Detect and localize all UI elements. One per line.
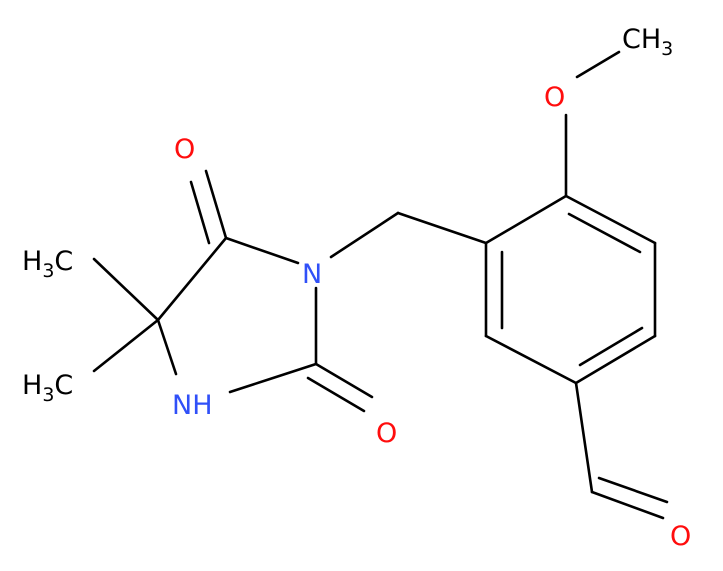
bond-c2-o-2 — [306, 376, 366, 413]
atom-o-ketone: O — [174, 134, 195, 165]
atom-h3c-bottom: H3C — [22, 370, 73, 406]
bond-ch2-n — [329, 211, 400, 259]
atom-n-imide: N — [302, 259, 322, 290]
atom-ch3-methoxy: CH3 — [622, 24, 673, 60]
bond-c5-me-top — [92, 257, 160, 322]
bond-ring-c1-c2 — [564, 194, 657, 245]
bond-cho-o-1 — [590, 490, 665, 520]
bond-ring-c4-c5 — [484, 334, 578, 385]
atom-o-methoxy: O — [544, 82, 565, 113]
bond-ome-ch3 — [575, 50, 621, 79]
bond-c4-o-2 — [189, 180, 211, 245]
atom-o-aldehyde: O — [670, 521, 691, 552]
bond-c5-nh — [156, 318, 178, 376]
bond-cho-o-2 — [597, 476, 669, 504]
atom-h3c-top: H3C — [22, 246, 73, 282]
bond-c4-c5 — [156, 236, 228, 322]
bond-ring-c3-c4-inner — [578, 326, 644, 367]
bond-ring-c6-c1 — [484, 194, 568, 245]
bond-ring-ch2 — [396, 211, 488, 245]
bond-c4-o-1 — [204, 169, 228, 240]
bond-c2-o-1 — [314, 362, 374, 399]
bond-ring-c1-c2-inner — [567, 212, 642, 254]
bond-n-c4 — [224, 236, 300, 265]
bond-ring-cho — [574, 381, 594, 494]
atom-o-urea: O — [376, 418, 397, 449]
bond-c5-me-bottom — [92, 318, 160, 373]
bond-nh-c2 — [228, 362, 318, 394]
atom-nh: NH — [172, 390, 213, 421]
bond-ring-c3-c4 — [574, 334, 657, 385]
